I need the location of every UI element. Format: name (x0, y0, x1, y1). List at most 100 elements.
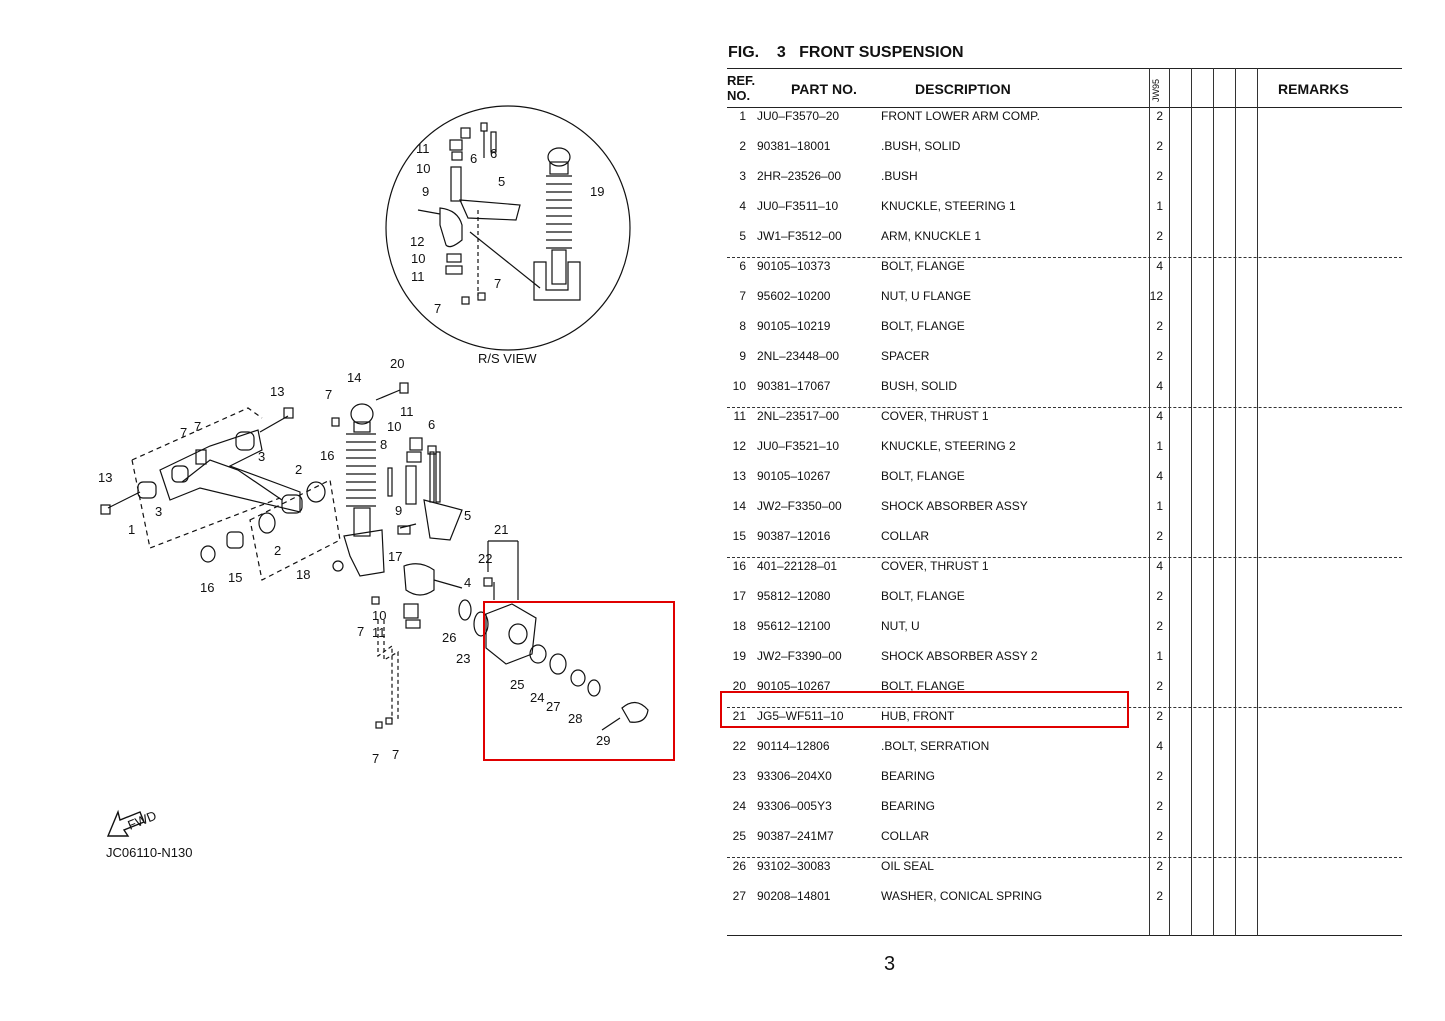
part-no-cell: 90105–10267 (757, 469, 831, 483)
callout-5: 5 (464, 508, 471, 523)
header-ref-no: REF.NO. (727, 73, 755, 103)
row-highlight-box (720, 691, 1129, 728)
description-cell: COVER, THRUST 1 (881, 559, 989, 573)
description-cell: .BOLT, SERRATION (881, 739, 990, 753)
fwd-label: FWD (126, 808, 159, 833)
callout-11: 11 (411, 269, 425, 284)
part-no-cell: 90114–12806 (757, 739, 830, 753)
page-number: 3 (884, 953, 896, 975)
callout-11: 11 (416, 141, 430, 156)
qty-cell: 2 (1156, 109, 1163, 123)
ref-cell: 18 (732, 619, 746, 633)
callout-10: 10 (416, 161, 430, 176)
table-header-rule (727, 107, 1402, 108)
callout-6: 6 (470, 151, 477, 166)
part-no-cell: JW1–F3512–00 (757, 229, 842, 243)
description-cell: BOLT, FLANGE (881, 319, 965, 333)
column-divider (1257, 68, 1258, 936)
qty-cell: 2 (1156, 859, 1163, 873)
parts-table: REF.NO. PART NO. DESCRIPTION JW95 REMARK… (727, 68, 1402, 936)
callout-7: 7 (325, 387, 332, 402)
header-ref-line1: REF. (727, 73, 756, 88)
column-divider (1169, 68, 1170, 936)
part-no-cell: 90105–10373 (757, 259, 831, 273)
ref-cell: 9 (739, 349, 746, 363)
callout-22: 22 (478, 551, 492, 566)
ref-cell: 4 (739, 199, 746, 213)
ref-cell: 19 (732, 649, 746, 663)
callout-25: 25 (510, 677, 524, 692)
qty-cell: 2 (1156, 589, 1163, 603)
description-cell: BOLT, FLANGE (881, 469, 965, 483)
ref-cell: 1 (739, 109, 746, 123)
callout-7: 7 (434, 301, 441, 316)
description-cell: HUB, FRONT (881, 709, 955, 723)
part-no-cell: JU0–F3521–10 (757, 439, 840, 453)
description-cell: BOLT, FLANGE (881, 259, 965, 273)
callout-18: 18 (296, 567, 310, 582)
ref-cell: 16 (732, 559, 746, 573)
part-no-cell: 90105–10219 (757, 319, 831, 333)
ref-cell: 25 (732, 829, 746, 843)
callout-11: 11 (372, 625, 386, 640)
part-no-cell: 2NL–23517–00 (757, 409, 840, 423)
callout-7: 7 (357, 624, 364, 639)
callout-10: 10 (372, 608, 386, 623)
ref-cell: 2 (739, 139, 746, 153)
callout-21: 21 (494, 522, 508, 537)
description-cell: SPACER (881, 349, 930, 363)
description-cell: WASHER, CONICAL SPRING (881, 889, 1043, 903)
part-no-cell: 2HR–23526–00 (757, 169, 842, 183)
callout-6: 6 (428, 417, 435, 432)
callout-13: 13 (98, 470, 112, 485)
ref-cell: 13 (732, 469, 746, 483)
qty-cell: 2 (1156, 229, 1163, 243)
part-no-cell: JW2–F3390–00 (757, 649, 842, 663)
ref-cell: 8 (739, 319, 746, 333)
description-cell: .BUSH, SOLID (881, 139, 961, 153)
qty-cell: 2 (1156, 769, 1163, 783)
callout-2: 2 (274, 543, 281, 558)
description-cell: BOLT, FLANGE (881, 589, 965, 603)
callout-15: 15 (228, 570, 242, 585)
qty-cell: 4 (1156, 379, 1163, 393)
description-cell: NUT, U (881, 619, 920, 633)
qty-cell: 4 (1156, 409, 1163, 423)
callout-16: 16 (320, 448, 334, 463)
callout-11: 11 (400, 404, 414, 419)
part-no-cell: 90387–241M7 (757, 829, 834, 843)
inset-circle (385, 105, 631, 351)
callout-3: 3 (155, 504, 162, 519)
callout-14: 14 (347, 370, 361, 385)
part-no-cell: 90381–17067 (757, 379, 831, 393)
qty-cell: 2 (1156, 529, 1163, 543)
figure-number: 3 (776, 44, 786, 61)
callout-7: 7 (494, 276, 501, 291)
qty-cell: 4 (1156, 559, 1163, 573)
ref-cell: 15 (732, 529, 746, 543)
figure-name: FRONT SUSPENSION (799, 44, 964, 61)
description-cell: COLLAR (881, 529, 930, 543)
callout-7: 7 (372, 751, 379, 766)
column-divider (1235, 68, 1236, 936)
callout-7: 7 (180, 425, 187, 440)
part-no-cell: 95612–12100 (757, 619, 831, 633)
table-top-rule (727, 68, 1402, 69)
callout-4: 4 (464, 575, 471, 590)
exploded-parts-diagram: 11 10 9 12 10 11 7 7 6 6 5 19 R/S VIEW 2… (98, 105, 649, 860)
group-separator (727, 257, 1402, 258)
callout-2: 2 (295, 462, 302, 477)
